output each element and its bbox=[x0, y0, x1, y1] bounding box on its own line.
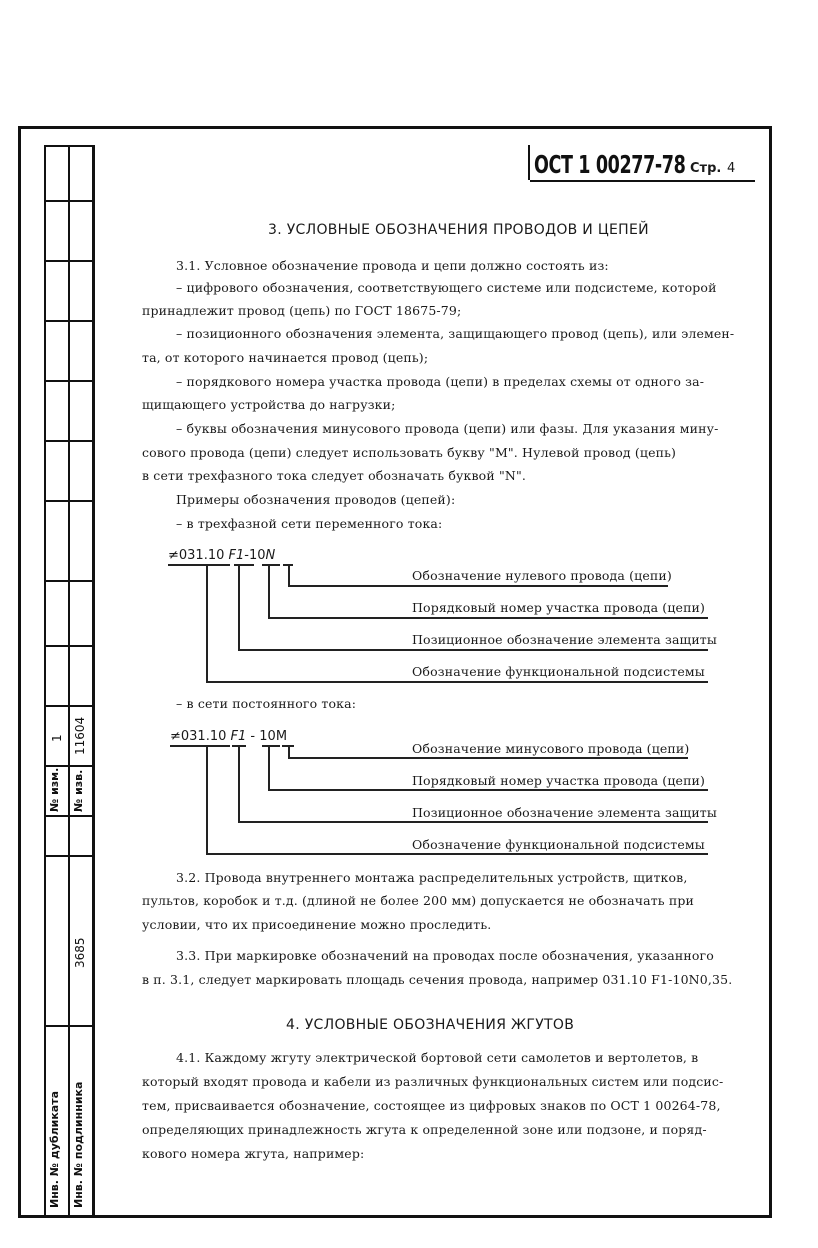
code-underline bbox=[282, 745, 294, 747]
label-line bbox=[288, 757, 688, 759]
code-element: F1 bbox=[228, 548, 245, 563]
side-izm-label: № изм. bbox=[48, 767, 61, 812]
side-inv-dubl-label: Инв. № дубликата bbox=[48, 1090, 61, 1208]
code-dash: - bbox=[250, 729, 256, 744]
side-cell-line bbox=[44, 200, 94, 202]
code-underline bbox=[168, 564, 230, 566]
diagram-label: Порядковый номер участка провода (цепи) bbox=[412, 600, 706, 615]
section-4-title: 4. УСЛОВНЫЕ ОБОЗНАЧЕНИЯ ЖГУТОВ bbox=[286, 1017, 575, 1033]
document-number: ОСТ 1 00277-78 bbox=[534, 150, 686, 179]
code-underline bbox=[283, 564, 293, 566]
label-line bbox=[238, 649, 708, 651]
body-line: щищающего устройства до нагрузки; bbox=[142, 397, 396, 412]
body-line: – буквы обозначения минусового провода (… bbox=[176, 421, 719, 436]
page-number: 4 bbox=[727, 161, 736, 176]
body-line: 3.1. Условное обозначение провода и цепи… bbox=[176, 258, 609, 273]
side-top-line bbox=[44, 145, 94, 147]
code-prefix: ≠031.10 bbox=[170, 729, 227, 744]
body-line: принадлежит провод (цепь) по ГОСТ 18675-… bbox=[142, 303, 462, 318]
side-cell-line bbox=[44, 705, 94, 707]
diagram-label: Позиционное обозначение элемента защиты bbox=[412, 805, 717, 820]
side-cell-line bbox=[44, 855, 94, 857]
diagram-label: Обозначение функциональной подсистемы bbox=[412, 837, 705, 852]
code-suffix: М bbox=[275, 729, 288, 744]
dc-intro: – в сети постоянного тока: bbox=[176, 696, 357, 711]
leader-line bbox=[238, 566, 240, 650]
leader-line bbox=[238, 747, 240, 821]
code-prefix: ≠031.10 bbox=[168, 548, 225, 563]
code-underline bbox=[232, 745, 246, 747]
code-suffix: N bbox=[265, 548, 276, 563]
page-frame bbox=[18, 126, 772, 1218]
p32-line: условии, что их присоединение можно прос… bbox=[142, 917, 492, 932]
side-column-line-1 bbox=[44, 145, 46, 1215]
side-cell-line bbox=[44, 1025, 94, 1027]
label-line bbox=[288, 585, 668, 587]
body-line: 4.1. Каждому жгуту электрической бортово… bbox=[176, 1050, 699, 1065]
code-underline bbox=[262, 745, 280, 747]
body-line: тем, присваивается обозначение, состояще… bbox=[142, 1098, 721, 1113]
p33-line: 3.3. При маркировке обозначений на прово… bbox=[176, 948, 714, 963]
side-cell-line bbox=[44, 580, 94, 582]
side-cell-line bbox=[44, 815, 94, 817]
code-dash: - bbox=[244, 548, 249, 563]
page-label: Стр. bbox=[690, 161, 722, 176]
wire-code-ac: ≠031.10 F1-10N bbox=[168, 548, 275, 563]
code-underline bbox=[170, 745, 230, 747]
header-underline bbox=[530, 180, 755, 182]
body-line: та, от которого начинается провод (цепь)… bbox=[142, 350, 429, 365]
diagram-label: Обозначение нулевого провода (цепи) bbox=[412, 568, 672, 583]
side-column-line-3 bbox=[92, 145, 95, 1215]
side-column-line-2 bbox=[68, 145, 70, 1215]
leader-line bbox=[268, 747, 270, 789]
leader-line bbox=[288, 747, 290, 757]
side-cell-line bbox=[44, 320, 94, 322]
p32-line: 3.2. Провода внутреннего монтажа распред… bbox=[176, 870, 688, 885]
side-inv-podl-value: 3685 bbox=[73, 937, 87, 968]
label-line bbox=[238, 821, 708, 823]
code-underline bbox=[234, 564, 254, 566]
side-cell-line bbox=[44, 440, 94, 442]
code-underline bbox=[262, 564, 280, 566]
diagram-label: Обозначение минусового провода (цепи) bbox=[412, 741, 690, 756]
side-izm-value: 1 bbox=[50, 734, 64, 742]
wire-code-dc: ≠031.10 F1 - 10М bbox=[170, 729, 287, 744]
diagram-label: Позиционное обозначение элемента защиты bbox=[412, 632, 717, 647]
leader-line bbox=[206, 747, 208, 853]
code-number: 10 bbox=[248, 548, 266, 563]
body-line: в сети трехфазного тока следует обознача… bbox=[142, 468, 526, 483]
side-cell-line bbox=[44, 380, 94, 382]
leader-line bbox=[268, 566, 270, 618]
label-line bbox=[268, 617, 708, 619]
body-line: сового провода (цепи) следует использова… bbox=[142, 445, 677, 460]
body-line: – цифрового обозначения, соответствующег… bbox=[176, 280, 717, 295]
side-izv-value: 11604 bbox=[73, 716, 87, 755]
section-3-title: 3. УСЛОВНЫЕ ОБОЗНАЧЕНИЯ ПРОВОДОВ И ЦЕПЕЙ bbox=[268, 222, 649, 238]
p33-line: в п. 3.1, следует маркировать площадь се… bbox=[142, 972, 733, 987]
body-line: Примеры обозначения проводов (цепей): bbox=[176, 492, 456, 507]
body-line: – порядкового номера участка провода (це… bbox=[176, 374, 705, 389]
body-line: определяющих принадлежность жгута к опре… bbox=[142, 1122, 707, 1137]
label-line bbox=[206, 853, 708, 855]
side-cell-line bbox=[44, 765, 94, 767]
side-cell-line bbox=[44, 260, 94, 262]
p32-line: пультов, коробок и т.д. (длиной не более… bbox=[142, 893, 694, 908]
header-separator bbox=[528, 145, 530, 180]
leader-line bbox=[288, 566, 290, 586]
body-line: который входят провода и кабели из разли… bbox=[142, 1074, 724, 1089]
code-element: F1 bbox=[230, 729, 247, 744]
code-number: 10 bbox=[259, 729, 276, 744]
body-line: кового номера жгута, например: bbox=[142, 1146, 365, 1161]
side-cell-line bbox=[44, 645, 94, 647]
label-line bbox=[206, 681, 708, 683]
leader-line bbox=[206, 566, 208, 682]
side-cell-line bbox=[44, 500, 94, 502]
side-inv-podl-label: Инв. № подлинника bbox=[72, 1081, 85, 1208]
label-line bbox=[268, 789, 708, 791]
body-line: – в трехфазной сети переменного тока: bbox=[176, 516, 443, 531]
side-izv-label: № изв. bbox=[72, 769, 85, 812]
diagram-label: Обозначение функциональной подсистемы bbox=[412, 664, 705, 679]
body-line: – позиционного обозначения элемента, защ… bbox=[176, 326, 735, 341]
diagram-label: Порядковый номер участка провода (цепи) bbox=[412, 773, 706, 788]
